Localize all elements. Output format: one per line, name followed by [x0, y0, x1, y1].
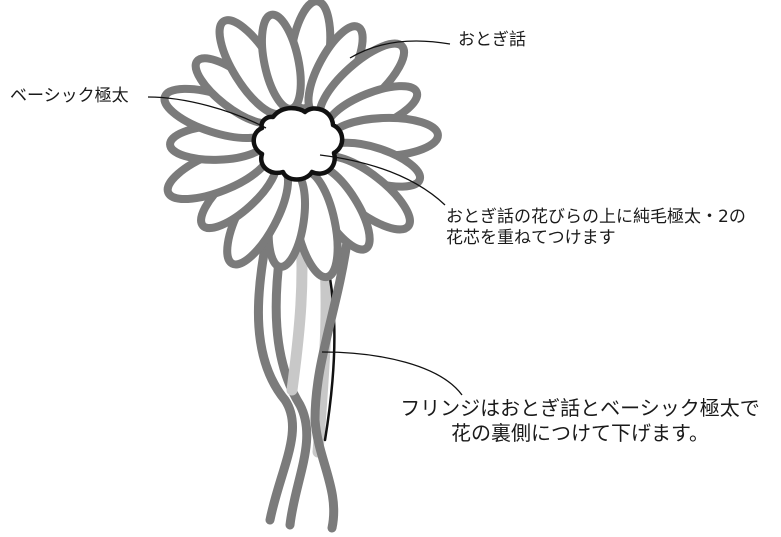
label-fringe-line2: 花の裏側につけて下げます。	[451, 421, 709, 445]
flower-center	[251, 105, 345, 182]
leader-lines	[147, 40, 463, 396]
label-basic-text: ベーシック極太	[10, 86, 129, 106]
label-otogi-text: おとぎ話	[458, 30, 526, 50]
flower-center-outline	[251, 105, 345, 182]
fringe-strand-dark-1	[253, 227, 297, 525]
label-center-line2: 花芯を重ねてつけます	[446, 228, 616, 249]
fringe-strand-dark-3	[310, 230, 353, 533]
label-basic: ベーシック極太	[10, 86, 129, 107]
label-fringe: フリンジはおとぎ話とベーシック極太で 花の裏側につけて下げます。	[388, 396, 772, 446]
label-fringe-line1: フリンジはおとぎ話とベーシック極太で	[400, 396, 760, 420]
leader-line-otogi	[349, 40, 451, 59]
leader-line-center	[319, 154, 446, 206]
fringe-strand-dark-2	[271, 227, 312, 530]
label-center-line1: おとぎ話の花びらの上に純毛極太・2の	[446, 207, 746, 227]
leader-line-fringe	[321, 351, 463, 396]
label-center: おとぎ話の花びらの上に純毛極太・2の 花芯を重ねてつけます	[446, 207, 746, 250]
label-otogi: おとぎ話	[458, 30, 526, 51]
leader-line-basic	[147, 96, 267, 129]
